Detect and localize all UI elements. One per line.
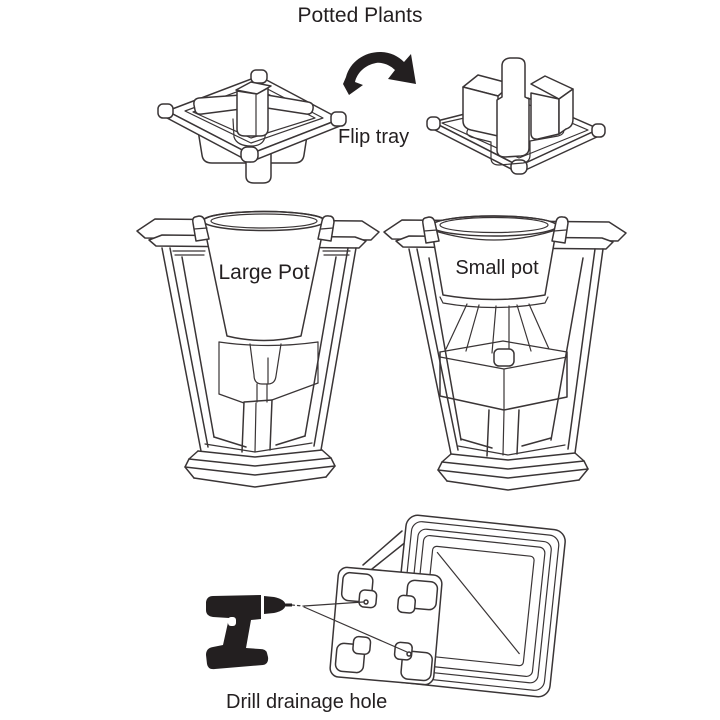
drainage-hole-mark xyxy=(406,651,412,657)
page-title: Potted Plants xyxy=(297,4,423,27)
tray-upside-down-illustration xyxy=(157,69,347,184)
drill-icon xyxy=(206,595,292,670)
flip-arrow-icon xyxy=(343,52,416,95)
drill-pointer-lines xyxy=(291,601,408,653)
tray-flipped-illustration xyxy=(426,57,606,175)
drainage-hole-mark xyxy=(363,599,369,605)
small-pot-planter-illustration xyxy=(383,215,627,491)
large-pot-label: Large Pot xyxy=(218,261,310,284)
drill-drainage-hole-label: Drill drainage hole xyxy=(226,691,388,713)
flip-tray-label: Flip tray xyxy=(338,126,410,148)
large-pot-planter-illustration xyxy=(136,210,380,488)
planter-bottom-panel-illustration xyxy=(329,566,443,686)
small-pot-label: Small pot xyxy=(455,257,539,279)
